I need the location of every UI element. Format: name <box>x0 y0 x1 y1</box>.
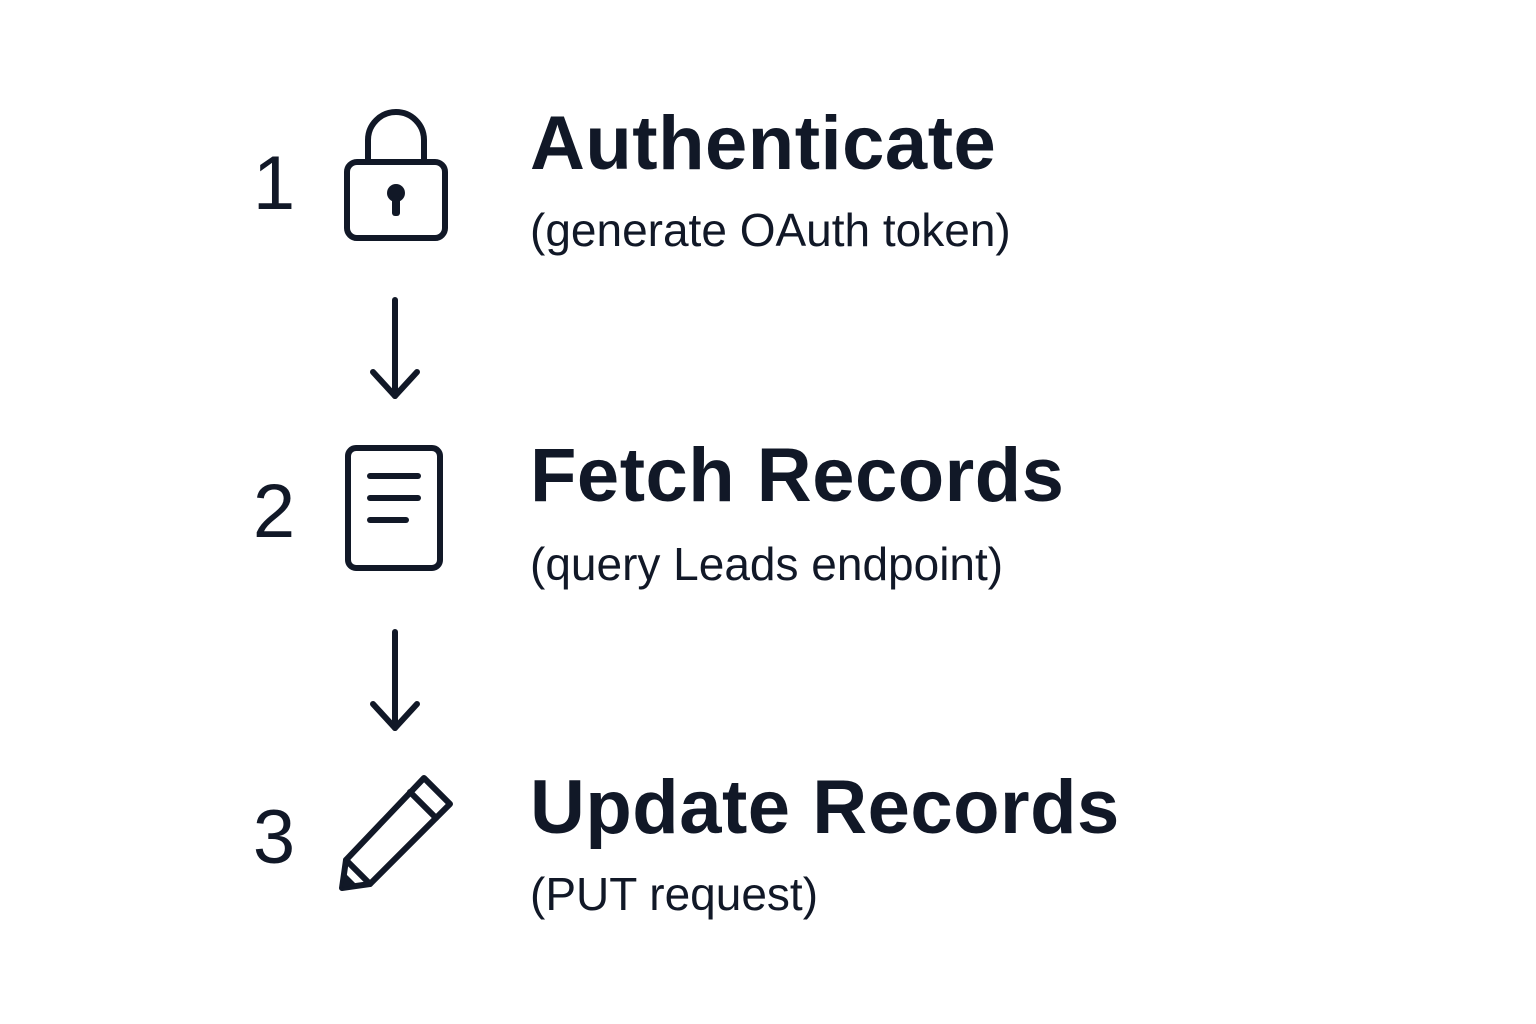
step-number: 1 <box>252 141 296 226</box>
step-subtitle: (generate OAuth token) <box>530 204 1011 256</box>
step-number: 3 <box>252 795 296 880</box>
down-arrow-icon <box>364 628 426 741</box>
down-arrow-icon <box>364 296 426 409</box>
step-subtitle: (PUT request) <box>530 868 819 920</box>
document-icon <box>342 442 446 579</box>
step-title: Authenticate <box>530 101 997 186</box>
step-title: Fetch Records <box>530 433 1065 518</box>
lock-icon <box>340 104 452 249</box>
pencil-icon <box>334 770 458 899</box>
step-title: Update Records <box>530 765 1120 850</box>
step-number: 2 <box>252 469 296 554</box>
step-subtitle: (query Leads endpoint) <box>530 538 1004 590</box>
